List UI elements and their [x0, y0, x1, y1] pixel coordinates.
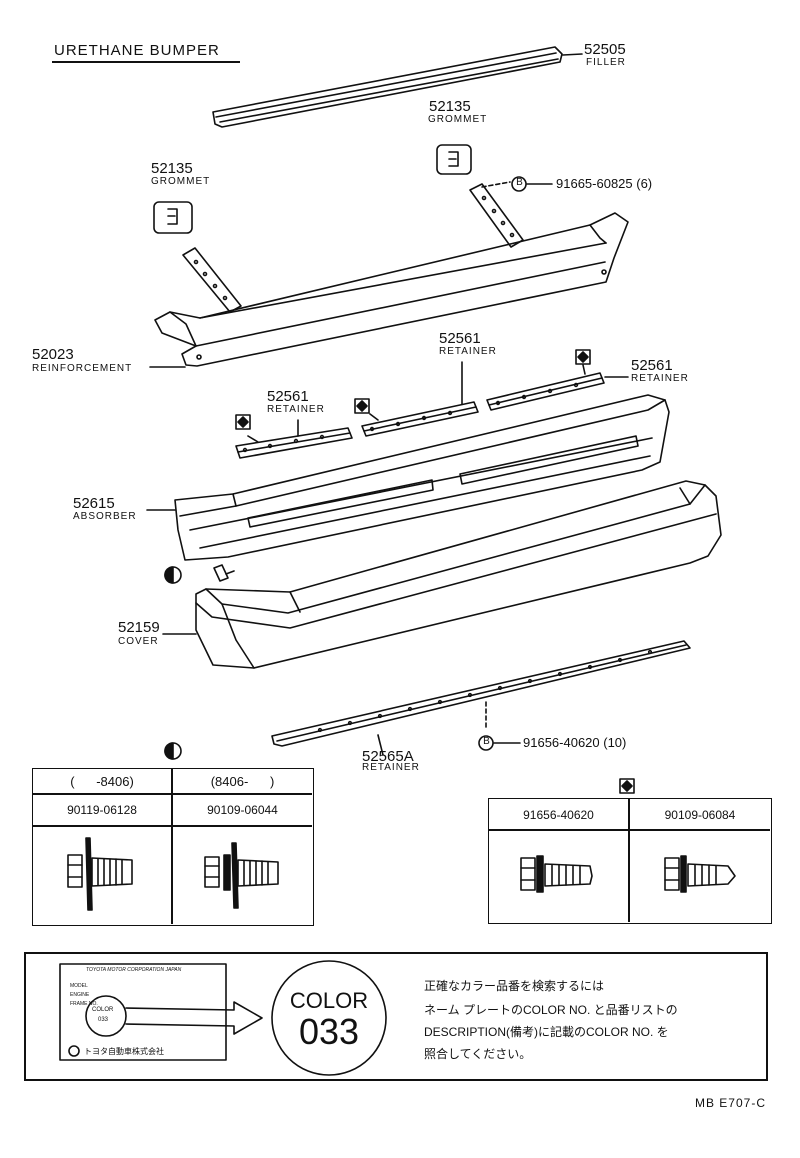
- filler-strip: [212, 46, 563, 128]
- table-left-header-2: (8406- ): [210, 774, 275, 789]
- cover-shape: [195, 480, 722, 669]
- leader-diamond-right: [582, 364, 586, 375]
- plate-footer: トヨタ自動車株式会社: [84, 1047, 164, 1056]
- note-line-2: ネーム プレートのCOLOR NO. と品番リストの: [424, 1003, 678, 1017]
- part-number-grommet-right: 52135: [429, 98, 471, 115]
- part-name-retainer-left: RETAINER: [267, 404, 325, 415]
- bracket-left-shape: [182, 247, 242, 313]
- color-badge-code: 033: [298, 1011, 360, 1052]
- part-name-grommet-right: GROMMET: [428, 114, 488, 125]
- color-badge-word: COLOR: [289, 988, 369, 1013]
- leader-filler: [562, 53, 583, 56]
- leader-retainer-lower: [377, 734, 384, 756]
- retainer-right-shape: [486, 372, 605, 411]
- retainer-left-shape: [235, 427, 353, 459]
- part-name-cover: COVER: [118, 636, 159, 647]
- note-line-3: DESCRIPTION(備考)に記載のCOLOR NO. を: [424, 1025, 669, 1039]
- diamond-symbol-left: [235, 414, 251, 430]
- grommet-left-shape: [153, 201, 193, 234]
- part-name-reinforcement: REINFORCEMENT: [32, 363, 133, 374]
- page-reference: MB E707-C: [694, 1096, 766, 1110]
- grommet-right-shape: [436, 144, 472, 175]
- b-symbol-letter-top: B: [516, 177, 523, 188]
- table-left-part-2: 90109-06044: [207, 803, 278, 817]
- bolt-drawing-90119-06128: [67, 837, 133, 911]
- plate-field-engine: ENGINE: [70, 992, 90, 998]
- half-circle-symbol-screw: [164, 566, 182, 584]
- part-name-grommet-left: GROMMET: [151, 176, 211, 187]
- part-number-retainer-center: 52561: [439, 330, 481, 347]
- bolt-drawing-90109-06044: [204, 842, 279, 909]
- callout-bolt-bottom: 91656-40620 (10): [523, 735, 627, 750]
- part-number-grommet-left: 52135: [151, 160, 193, 177]
- plate-color-word: COLOR: [92, 1007, 114, 1013]
- fastener-table-left: ( -8406) (8406- ) 90119-06128 90109-0604…: [32, 768, 314, 926]
- color-note-box: [24, 952, 768, 1081]
- diamond-symbol-table: [619, 778, 635, 794]
- part-name-absorber: ABSORBER: [73, 511, 137, 522]
- plate-field-model: MODEL: [70, 983, 88, 989]
- name-plate-drawing: [59, 963, 263, 1061]
- leader-diamond-left: [247, 435, 259, 443]
- reinforcement-beam: [154, 212, 629, 367]
- fastener-table-right: 91656-40620 90109-06084: [488, 798, 772, 924]
- note-line-4: 照合してください。: [424, 1047, 532, 1061]
- callout-bolt-top: 91665-60825 (6): [556, 176, 653, 191]
- page-title: URETHANE BUMPER: [54, 42, 220, 59]
- table-left-part-1: 90119-06128: [67, 803, 137, 817]
- table-right-part-1: 91656-40620: [523, 808, 594, 822]
- b-symbol-letter-bottom: B: [483, 736, 490, 747]
- leader-bolt-top-dash: [481, 181, 511, 188]
- plate-field-frame: FRAME NO.: [70, 1001, 98, 1007]
- retainer-lower-shape: [271, 640, 691, 747]
- part-number-retainer-lower: 52565A: [362, 748, 414, 765]
- part-name-retainer-center: RETAINER: [439, 346, 497, 357]
- absorber-shape: [174, 394, 670, 561]
- part-name-retainer-lower: RETAINER: [362, 762, 420, 773]
- part-number-filler: 52505: [584, 41, 626, 58]
- b-symbol-top: [511, 176, 527, 192]
- part-number-absorber: 52615: [73, 495, 115, 512]
- bolt-drawing-91656-40620: [520, 855, 593, 893]
- screw-shape: [213, 564, 235, 582]
- plate-color-code: 033: [98, 1017, 109, 1023]
- plate-maker: TOYOTA MOTOR CORPORATION JAPAN: [86, 967, 182, 973]
- part-name-filler: FILLER: [586, 57, 626, 68]
- half-circle-symbol-table: [164, 742, 182, 760]
- note-line-1: 正確なカラー品番を検索するには: [424, 979, 605, 993]
- leader-diamond-center: [369, 413, 379, 421]
- title-underline: [52, 61, 240, 63]
- table-right-part-2: 90109-06084: [664, 808, 736, 822]
- diamond-symbol-right: [575, 349, 591, 365]
- part-number-reinforcement: 52023: [32, 346, 74, 363]
- part-number-cover: 52159: [118, 619, 160, 636]
- part-number-retainer-right: 52561: [631, 357, 673, 374]
- table-left-header-1: ( -8406): [70, 774, 134, 789]
- retainer-center-shape: [361, 401, 479, 437]
- bracket-right-shape: [469, 183, 524, 248]
- part-name-retainer-right: RETAINER: [631, 373, 689, 384]
- part-number-retainer-left: 52561: [267, 388, 309, 405]
- diamond-symbol-center: [354, 398, 370, 414]
- color-badge-circle: [271, 960, 387, 1076]
- bolt-drawing-90109-06084: [664, 855, 736, 893]
- b-symbol-bottom: [478, 735, 494, 751]
